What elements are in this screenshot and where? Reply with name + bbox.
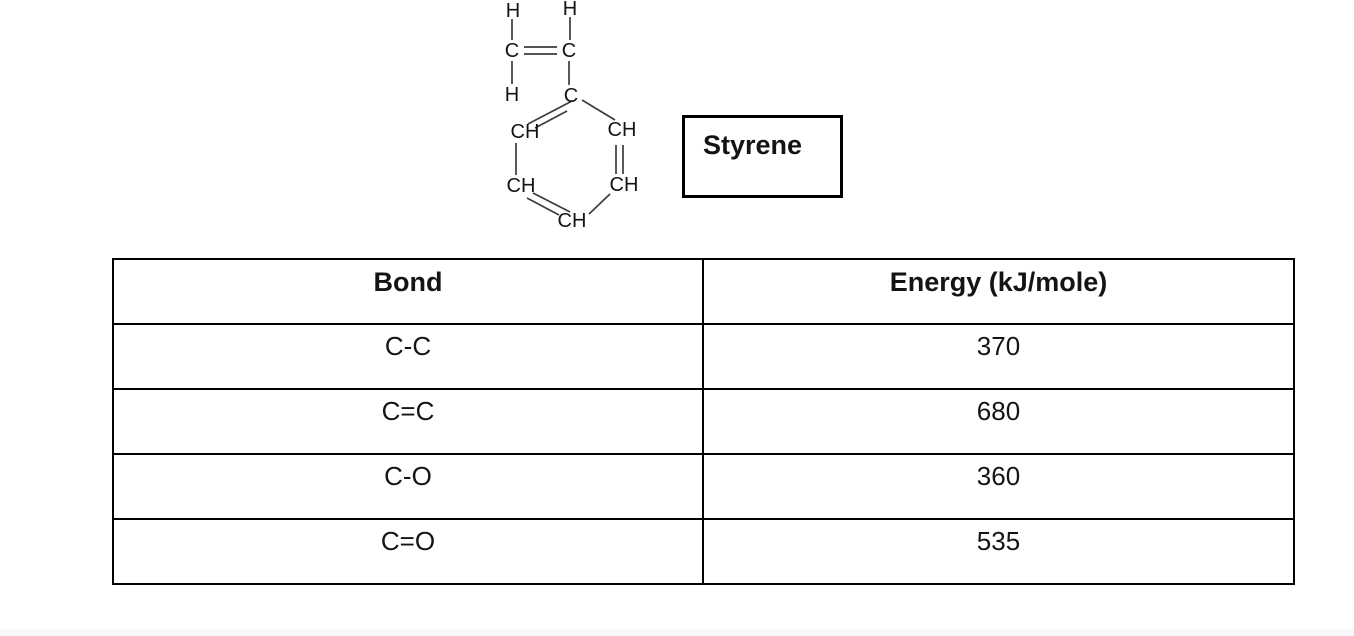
bond-line bbox=[581, 99, 616, 121]
energy-cell: 370 bbox=[702, 323, 1295, 390]
atom-label-ch-bottom: CH bbox=[558, 210, 587, 232]
atom-label-h-top-left: H bbox=[506, 0, 520, 22]
atom-label-ch-lower-right: CH bbox=[610, 174, 639, 196]
table-row: C=O 535 bbox=[112, 518, 1295, 585]
bond-line bbox=[534, 110, 568, 129]
atom-labels: H H C C H C CH CH CH CH CH bbox=[505, 0, 639, 232]
bond-line bbox=[527, 100, 573, 125]
atom-label-ch-upper-right: CH bbox=[608, 119, 637, 141]
table-row: C-C 370 bbox=[112, 323, 1295, 390]
atom-label-h-below-left: H bbox=[505, 84, 519, 106]
bond-cell: C-C bbox=[112, 323, 704, 390]
atom-label-c-vinyl-right: C bbox=[562, 40, 576, 62]
atom-label-c-ring-top: C bbox=[564, 85, 578, 107]
bond-energy-table: Bond Energy (kJ/mole) C-C 370 C=C 680 C-… bbox=[112, 258, 1295, 585]
styrene-structure-diagram: H H C C H C CH CH CH CH CH bbox=[505, 0, 639, 232]
energy-cell: 360 bbox=[702, 453, 1295, 520]
atom-label-ch-upper-left: CH bbox=[511, 121, 540, 143]
bond-line bbox=[588, 193, 611, 215]
bond-column-header: Bond bbox=[112, 258, 704, 325]
bond-cell: C=C bbox=[112, 388, 704, 455]
energy-cell: 535 bbox=[702, 518, 1295, 585]
styrene-label: Styrene bbox=[703, 130, 803, 160]
energy-column-header: Energy (kJ/mole) bbox=[702, 258, 1295, 325]
atom-label-c-vinyl-left: C bbox=[505, 40, 519, 62]
bond-cell: C=O bbox=[112, 518, 704, 585]
atom-label-ch-lower-left: CH bbox=[507, 175, 536, 197]
table-row: C=C 680 bbox=[112, 388, 1295, 455]
styrene-label-box: Styrene bbox=[682, 115, 843, 198]
bond-lines bbox=[511, 17, 624, 216]
energy-cell: 680 bbox=[702, 388, 1295, 455]
table-row: C-O 360 bbox=[112, 453, 1295, 520]
bond-cell: C-O bbox=[112, 453, 704, 520]
page-bottom-edge bbox=[0, 629, 1354, 636]
atom-label-h-top-right: H bbox=[563, 0, 577, 20]
bond-line bbox=[532, 192, 571, 213]
bond-line bbox=[526, 197, 560, 216]
table-header-row: Bond Energy (kJ/mole) bbox=[112, 258, 1295, 325]
